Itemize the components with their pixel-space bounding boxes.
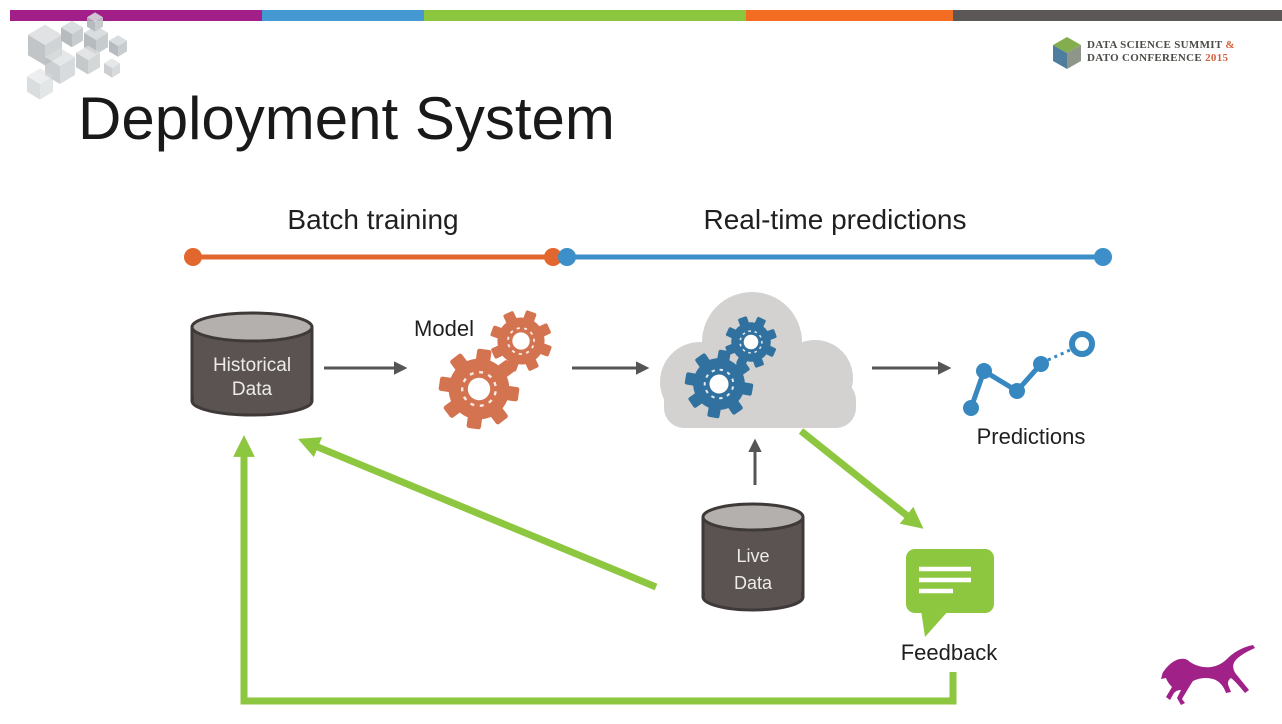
conference-logo-text: DATA SCIENCE SUMMIT & DATO CONFERENCE 20… — [1087, 39, 1235, 65]
historical-db-label-line1: Historical — [213, 355, 291, 376]
cloud-icon — [660, 292, 856, 428]
predictions-chart-icon — [963, 331, 1095, 416]
dato-dog-logo — [1161, 645, 1255, 705]
conference-logo-line2: DATO CONFERENCE 2015 — [1087, 52, 1235, 65]
cube-cluster-decoration — [27, 12, 127, 100]
topbar-segment-orange — [746, 10, 953, 21]
batch-training-label: Batch training — [287, 204, 459, 235]
feedback-label: Feedback — [900, 640, 998, 665]
page-title: Deployment System — [78, 85, 615, 152]
conference-logo-year: 2015 — [1205, 52, 1229, 64]
feedback-arrows — [233, 428, 957, 705]
topbar-segment-magenta — [10, 10, 262, 21]
conference-logo-line2-main: DATO CONFERENCE — [1087, 52, 1203, 64]
topbar-segment-green — [424, 10, 746, 21]
conference-logo-line1-main: DATA SCIENCE SUMMIT — [1087, 39, 1223, 51]
live-data-db-icon: Live Data — [701, 502, 805, 612]
live-db-label-line2: Data — [734, 573, 773, 593]
top-color-bar — [10, 10, 1282, 21]
realtime-timeline — [558, 248, 1112, 266]
conference-logo-line1: DATA SCIENCE SUMMIT & — [1087, 39, 1235, 52]
live-db-label-line1: Live — [736, 546, 769, 566]
topbar-segment-blue — [262, 10, 424, 21]
model-label: Model — [414, 316, 474, 341]
arrow-feedback-to-historical — [233, 435, 957, 705]
arrow-cloud-to-feedback — [798, 428, 924, 529]
conference-logo-ampersand: & — [1225, 39, 1235, 51]
conference-logo-cube-icon — [1053, 37, 1081, 69]
topbar-segment-gray — [953, 10, 1282, 21]
model-gears-icon — [432, 300, 562, 436]
feedback-bubble-icon — [906, 549, 994, 637]
historical-data-db-icon: Historical Data — [190, 311, 314, 417]
arrow-livedata-to-historical — [297, 437, 658, 591]
batch-timeline — [184, 248, 562, 266]
flow-arrows — [324, 361, 952, 485]
realtime-predictions-label: Real-time predictions — [703, 204, 967, 235]
historical-db-label-line2: Data — [232, 379, 273, 400]
predictions-label: Predictions — [976, 424, 1086, 449]
